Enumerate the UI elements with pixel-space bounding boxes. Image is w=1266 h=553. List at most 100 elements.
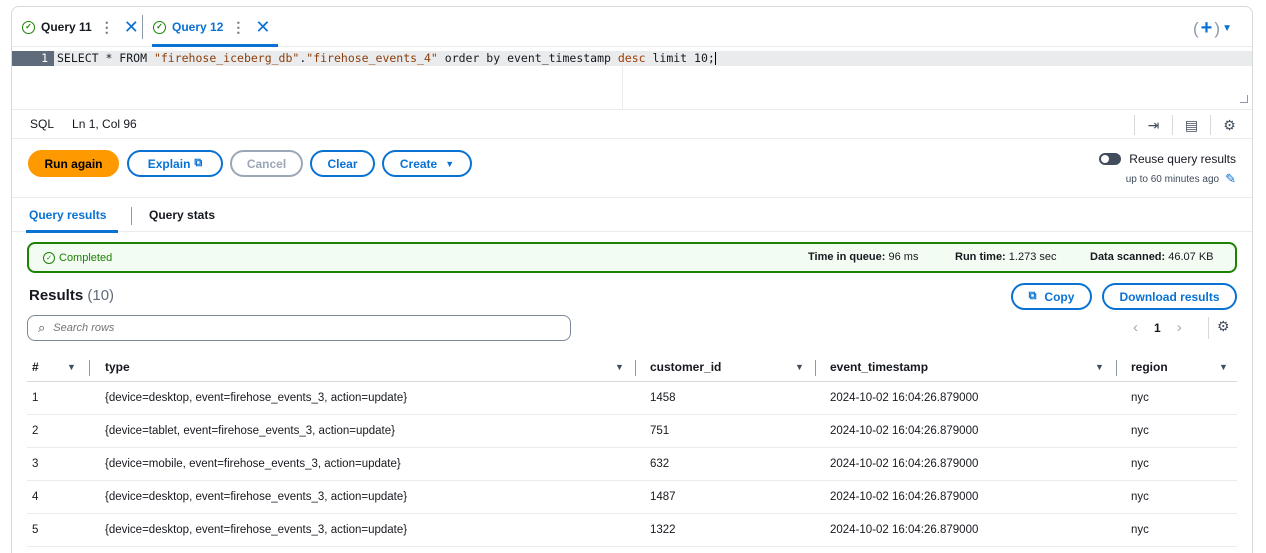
cell-customer-id: 751: [650, 425, 670, 437]
add-query-tab-button[interactable]: ( + ): [1192, 17, 1220, 39]
explain-button[interactable]: Explain ⧉: [127, 150, 223, 177]
tab-divider: [131, 207, 132, 225]
sort-caret-icon[interactable]: ▼: [1095, 362, 1104, 372]
gear-icon[interactable]: ⚙: [1210, 115, 1248, 135]
text-cursor: [714, 52, 716, 65]
cell-event-timestamp: 2024-10-02 16:04:26.879000: [830, 524, 979, 536]
reuse-label: Reuse query results: [1129, 152, 1236, 166]
active-line-highlight: [54, 51, 1252, 66]
success-check-icon: ✓: [43, 251, 55, 264]
tab-divider: [142, 15, 143, 39]
cell-customer-id: 1322: [650, 524, 676, 536]
column-header-region[interactable]: region: [1131, 360, 1168, 374]
table-header: # ▼ type ▼ customer_id ▼ event_timestamp…: [27, 352, 1237, 382]
pagination: ‹ 1 ›: [1133, 319, 1182, 336]
cell-index: 2: [32, 425, 39, 437]
tab-query-stats[interactable]: Query stats: [149, 208, 216, 222]
sort-caret-icon[interactable]: ▼: [67, 362, 76, 372]
next-page-icon[interactable]: ›: [1176, 319, 1182, 336]
cell-type: {device=tablet, event=firehose_events_3,…: [105, 425, 395, 437]
data-scanned: Data scanned: 46.07 KB: [1090, 251, 1214, 263]
tab-query-results[interactable]: Query results: [29, 208, 107, 222]
page-number[interactable]: 1: [1154, 320, 1161, 335]
external-link-icon: ⧉: [194, 157, 203, 169]
query-tab-bar: ✓ Query 11 ⋮ ✕ ✓ Query 12 ⋮ ✕ ( + ) ▼: [12, 7, 1252, 47]
cell-type: {device=desktop, event=firehose_events_3…: [105, 491, 408, 503]
cell-event-timestamp: 2024-10-02 16:04:26.879000: [830, 425, 979, 437]
tab-query-12[interactable]: ✓ Query 12 ⋮ ✕: [153, 7, 270, 47]
download-results-button[interactable]: Download results: [1102, 283, 1237, 310]
results-tab-bar: Query results Query stats: [12, 197, 1252, 233]
tab-options-icon[interactable]: ⋮: [99, 18, 114, 35]
tab-menu-caret-icon[interactable]: ▼: [1222, 23, 1232, 34]
cell-event-timestamp: 2024-10-02 16:04:26.879000: [830, 458, 979, 470]
table-row: 3 {device=mobile, event=firehose_events_…: [27, 448, 1237, 481]
toggle-switch[interactable]: [1099, 153, 1122, 165]
column-resizer[interactable]: [1116, 360, 1117, 376]
sort-caret-icon[interactable]: ▼: [795, 362, 804, 372]
cell-event-timestamp: 2024-10-02 16:04:26.879000: [830, 392, 979, 404]
resize-handle[interactable]: [1240, 95, 1248, 103]
completed-status: ✓ Completed: [43, 251, 112, 264]
column-header-index[interactable]: #: [32, 360, 39, 374]
tab-label: Query 12: [172, 20, 224, 34]
run-time: Run time: 1.273 sec: [955, 251, 1057, 263]
tab-query-11[interactable]: ✓ Query 11 ⋮ ✕: [22, 7, 139, 47]
table-row: 2 {device=tablet, event=firehose_events_…: [27, 415, 1237, 448]
close-tab-icon[interactable]: ✕: [255, 17, 271, 37]
search-rows-field[interactable]: ⌕: [27, 315, 571, 341]
query-status-banner: ✓ Completed Time in queue: 96 ms Run tim…: [27, 242, 1237, 273]
cell-index: 4: [32, 491, 39, 503]
reuse-results-toggle[interactable]: Reuse query results: [1099, 152, 1236, 166]
column-header-event-timestamp[interactable]: event_timestamp: [830, 360, 929, 374]
column-resizer[interactable]: [815, 360, 816, 376]
cancel-button[interactable]: Cancel: [230, 150, 303, 177]
line-number: 1: [12, 51, 54, 66]
success-check-icon: ✓: [153, 20, 166, 34]
column-header-customer-id[interactable]: customer_id: [650, 360, 722, 374]
table-settings-gear-icon[interactable]: ⚙: [1217, 318, 1230, 334]
language-label: SQL: [30, 117, 55, 131]
cell-region: nyc: [1131, 425, 1149, 437]
clear-button[interactable]: Clear: [310, 150, 375, 177]
edit-pencil-icon[interactable]: ✎: [1225, 171, 1236, 186]
plus-icon: +: [1200, 17, 1213, 39]
caret-down-icon: ▼: [445, 158, 455, 169]
previous-page-icon[interactable]: ‹: [1133, 319, 1138, 336]
cell-type: {device=desktop, event=firehose_events_3…: [105, 524, 408, 536]
reuse-subtext: up to 60 minutes ago ✎: [1125, 171, 1236, 186]
search-icon: ⌕: [38, 320, 46, 335]
sql-editor[interactable]: 1 SELECT * FROM "firehose_iceberg_db"."f…: [12, 47, 1252, 109]
print-margin: [622, 66, 623, 109]
cell-index: 5: [32, 524, 39, 536]
results-heading: Results (10): [29, 287, 115, 304]
sql-code-line[interactable]: SELECT * FROM "firehose_iceberg_db"."fir…: [57, 51, 716, 65]
sort-caret-icon[interactable]: ▼: [1219, 362, 1228, 372]
cell-type: {device=desktop, event=firehose_events_3…: [105, 392, 408, 404]
table-row: 4 {device=desktop, event=firehose_events…: [27, 481, 1237, 514]
create-button[interactable]: Create ▼: [382, 150, 472, 177]
run-again-button[interactable]: Run again: [28, 150, 119, 177]
copy-button[interactable]: ⧉ Copy: [1011, 283, 1092, 310]
tab-options-icon[interactable]: ⋮: [231, 18, 246, 35]
column-header-type[interactable]: type: [105, 360, 130, 374]
cursor-position: Ln 1, Col 96: [72, 117, 137, 131]
close-tab-icon[interactable]: ✕: [123, 17, 139, 37]
cell-index: 1: [32, 392, 39, 404]
table-row: 5 {device=desktop, event=firehose_events…: [27, 514, 1237, 547]
cell-region: nyc: [1131, 524, 1149, 536]
editor-status-bar: SQL Ln 1, Col 96 ⇥ ▤ ⚙: [12, 109, 1252, 139]
cell-type: {device=mobile, event=firehose_events_3,…: [105, 458, 401, 470]
keyboard-shortcuts-icon[interactable]: ▤: [1172, 115, 1210, 135]
cell-region: nyc: [1131, 392, 1149, 404]
format-query-icon[interactable]: ⇥: [1134, 115, 1172, 135]
search-input[interactable]: [53, 322, 534, 334]
divider: [1208, 317, 1209, 339]
cell-region: nyc: [1131, 491, 1149, 503]
column-resizer[interactable]: [89, 360, 90, 376]
copy-icon: ⧉: [1028, 290, 1037, 302]
column-resizer[interactable]: [635, 360, 636, 376]
sort-caret-icon[interactable]: ▼: [615, 362, 624, 372]
cell-region: nyc: [1131, 458, 1149, 470]
cell-customer-id: 1458: [650, 392, 676, 404]
